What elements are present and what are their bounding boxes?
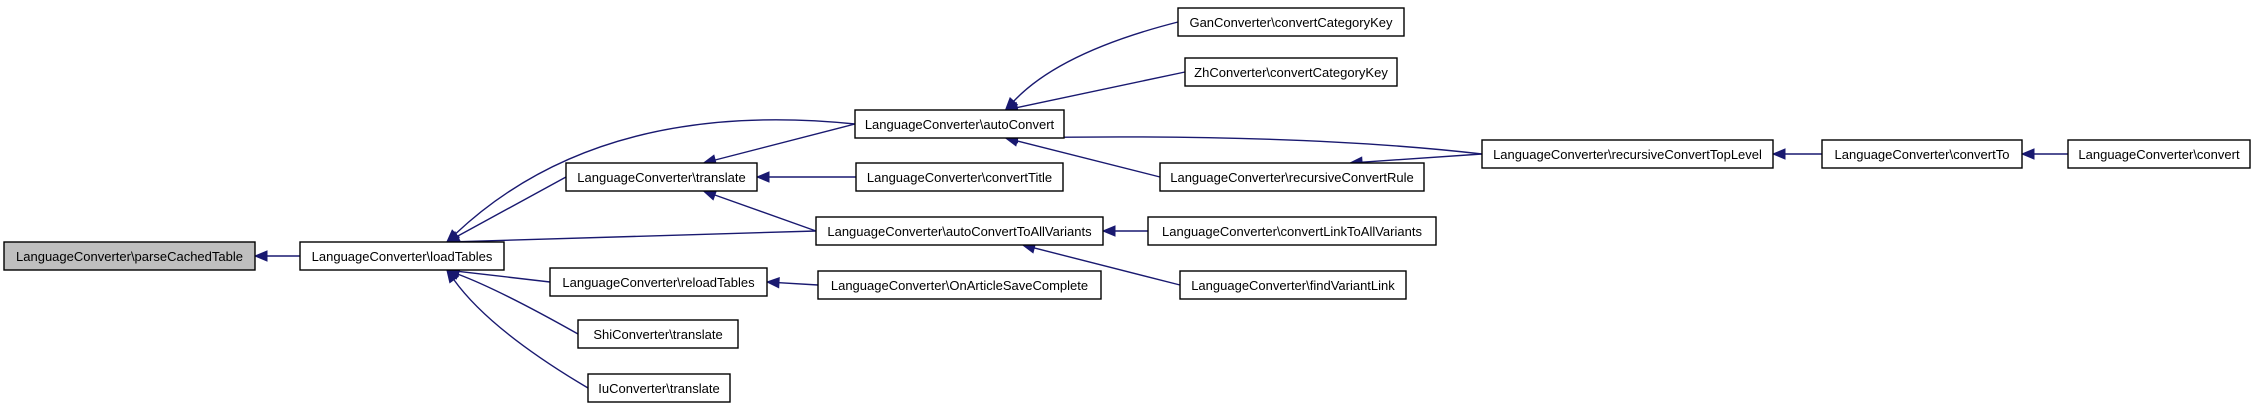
edge-recursiveConvertRule-to-autoConvert [1016, 140, 1161, 178]
node-reloadTables[interactable]: LanguageConverter\reloadTables [549, 267, 768, 297]
node-box [3, 241, 256, 271]
node-box [1184, 57, 1398, 87]
node-label: LanguageConverter\findVariantLink [1191, 278, 1395, 293]
arrowhead-translate [702, 189, 718, 201]
node-box [587, 373, 731, 403]
node-box [855, 162, 1064, 192]
node-convert[interactable]: LanguageConverter\convert [2067, 139, 2251, 169]
node-label: ShiConverter\translate [593, 327, 722, 342]
node-onArticleSaveComplete[interactable]: LanguageConverter\OnArticleSaveComplete [817, 270, 1102, 300]
node-label: LanguageConverter\reloadTables [562, 275, 755, 290]
node-label: LanguageConverter\translate [577, 170, 745, 185]
node-label: LanguageConverter\OnArticleSaveComplete [831, 278, 1088, 293]
node-autoConvertToAllVariants[interactable]: LanguageConverter\autoConvertToAllVarian… [815, 216, 1104, 246]
node-box [2067, 139, 2251, 169]
node-box [1179, 270, 1407, 300]
arrowhead-autoConvertToAllVariants [1101, 225, 1116, 237]
edge-translate-to-loadTables [457, 176, 567, 237]
node-ganConvertCategoryKey[interactable]: GanConverter\convertCategoryKey [1177, 7, 1405, 37]
edge-zhConvertCategoryKey-to-autoConvert [1017, 71, 1186, 109]
node-translate[interactable]: LanguageConverter\translate [565, 162, 758, 192]
edge-iuTranslate-to-loadTables [453, 279, 589, 389]
edges-layer [253, 21, 2068, 389]
edge-findVariantLink-to-autoConvertToAllVariants [1034, 247, 1181, 286]
node-label: LanguageConverter\recursiveConvertRule [1170, 170, 1414, 185]
node-shiTranslate[interactable]: ShiConverter\translate [577, 319, 739, 349]
node-box [299, 241, 505, 271]
node-label: ZhConverter\convertCategoryKey [1194, 65, 1388, 80]
node-iuTranslate[interactable]: IuConverter\translate [587, 373, 731, 403]
arrowhead-parseCachedTable [253, 250, 268, 262]
edge-shiTranslate-to-loadTables [457, 273, 579, 335]
node-box [817, 270, 1102, 300]
node-recursiveConvertRule[interactable]: LanguageConverter\recursiveConvertRule [1159, 162, 1425, 192]
node-label: LanguageConverter\recursiveConvertTopLev… [1493, 147, 1762, 162]
node-box [565, 162, 758, 192]
node-parseCachedTable[interactable]: LanguageConverter\parseCachedTable [3, 241, 256, 271]
node-box [549, 267, 768, 297]
edge-autoConvert-to-translate [714, 123, 856, 161]
node-recursiveConvertTopLevel[interactable]: LanguageConverter\recursiveConvertTopLev… [1481, 139, 1774, 169]
edge-autoConvertToAllVariants-to-loadTables [458, 230, 817, 243]
node-label: LanguageConverter\convertLinkToAllVarian… [1162, 224, 1422, 239]
node-box [1159, 162, 1425, 192]
node-box [1177, 7, 1405, 37]
node-box [1481, 139, 1774, 169]
edge-recursiveConvertTopLevel-to-recursiveConvertRule [1362, 153, 1483, 163]
node-label: GanConverter\convertCategoryKey [1189, 15, 1393, 30]
node-convertLinkToAllVariants[interactable]: LanguageConverter\convertLinkToAllVarian… [1147, 216, 1437, 246]
node-label: LanguageConverter\loadTables [312, 249, 493, 264]
node-label: LanguageConverter\convertTo [1835, 147, 2010, 162]
node-label: LanguageConverter\autoConvert [865, 117, 1055, 132]
node-box [1821, 139, 2023, 169]
node-label: LanguageConverter\convertTitle [867, 170, 1052, 185]
node-label: IuConverter\translate [598, 381, 719, 396]
edge-onArticleSaveComplete-to-reloadTables [778, 282, 819, 286]
node-label: LanguageConverter\autoConvertToAllVarian… [827, 224, 1092, 239]
node-box [1147, 216, 1437, 246]
edge-autoConvert-to-loadTables [455, 119, 856, 235]
node-loadTables[interactable]: LanguageConverter\loadTables [299, 241, 505, 271]
arrowhead-reloadTables [765, 276, 780, 289]
node-label: LanguageConverter\parseCachedTable [16, 249, 243, 264]
edge-recursiveConvertTopLevel-to-autoConvert [1017, 136, 1483, 155]
node-autoConvert[interactable]: LanguageConverter\autoConvert [854, 109, 1065, 139]
edge-reloadTables-to-loadTables [458, 270, 551, 283]
node-zhConvertCategoryKey[interactable]: ZhConverter\convertCategoryKey [1184, 57, 1398, 87]
node-findVariantLink[interactable]: LanguageConverter\findVariantLink [1179, 270, 1407, 300]
arrowhead-convertTo [2020, 148, 2035, 160]
arrowhead-loadTables [446, 268, 459, 284]
node-convertTitle[interactable]: LanguageConverter\convertTitle [855, 162, 1064, 192]
arrowhead-translate [755, 171, 770, 183]
node-convertTo[interactable]: LanguageConverter\convertTo [1821, 139, 2023, 169]
arrowhead-recursiveConvertTopLevel [1771, 148, 1786, 160]
edge-ganConvertCategoryKey-to-autoConvert [1013, 21, 1179, 102]
node-box [815, 216, 1104, 246]
edge-autoConvertToAllVariants-to-translate [714, 194, 817, 232]
node-box [854, 109, 1065, 139]
node-box [577, 319, 739, 349]
node-label: LanguageConverter\convert [2078, 147, 2240, 162]
